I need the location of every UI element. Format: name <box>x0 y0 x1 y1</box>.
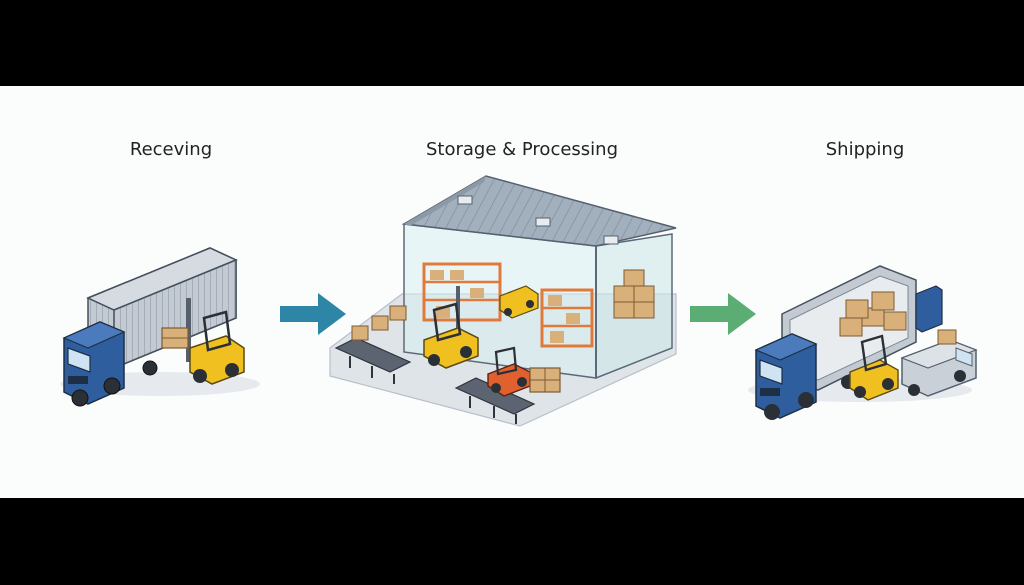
forklift-icon <box>161 298 245 385</box>
process-illustration <box>60 175 978 427</box>
forklift-icon <box>849 334 899 401</box>
stage-label-storage: Storage & Processing <box>425 139 619 160</box>
truck-icon <box>62 247 238 407</box>
arrow-right-icon <box>690 293 756 335</box>
storage-rack <box>540 288 594 348</box>
truck-icon <box>754 265 943 420</box>
shipping-scene <box>748 265 978 420</box>
storage-scene <box>329 175 677 427</box>
forklift-icon <box>499 285 539 319</box>
conveyor-icon <box>334 305 412 384</box>
van-icon <box>900 329 978 397</box>
arrow-right-icon <box>280 293 346 335</box>
box-stack <box>613 269 655 319</box>
stage-label-shipping: Shipping <box>825 139 905 160</box>
forklift-icon-red <box>487 346 561 397</box>
forklift-icon <box>423 286 479 369</box>
conveyor-icon <box>454 377 536 424</box>
diagram-canvas: Receving Storage & Processing Shipping <box>0 86 1024 498</box>
receiving-scene <box>60 247 260 407</box>
stage-label-receiving: Receving <box>129 139 213 160</box>
